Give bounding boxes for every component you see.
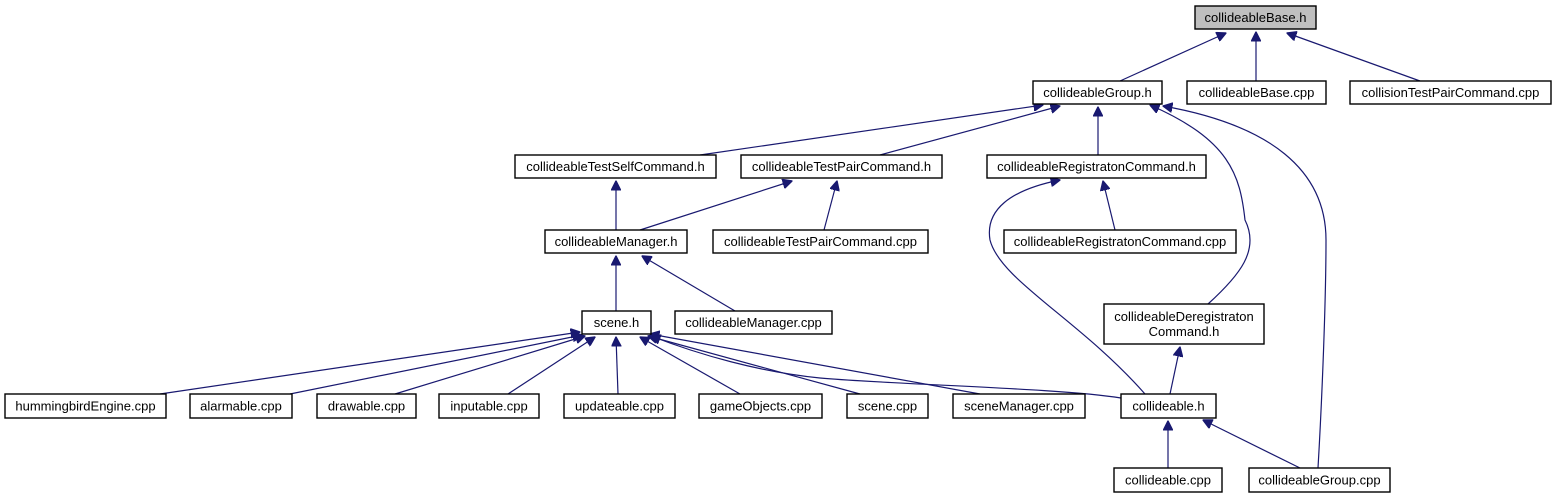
node-collideableTestPairCommand-h[interactable]: collideableTestPairCommand.h [740, 154, 943, 179]
node-label: scene.cpp [858, 398, 917, 413]
node-box [438, 393, 540, 419]
node-box [986, 154, 1207, 179]
edge-hummingbirdEngine-cpp-to-scene-h [159, 332, 580, 395]
node-label: alarmable.cpp [200, 398, 282, 413]
node-box [952, 393, 1086, 419]
node-label: collideableRegistratonCommand.cpp [1014, 234, 1226, 249]
node-collideable-h[interactable]: collideable.h [1120, 393, 1217, 419]
node-label: collideableTestPairCommand.h [752, 159, 931, 174]
node-box [1120, 393, 1217, 419]
node-label: collideable.h [1132, 398, 1204, 413]
node-scene-cpp[interactable]: scene.cpp [846, 393, 929, 419]
node-label: collideableTestSelfCommand.h [526, 159, 704, 174]
node-collideableManager-h[interactable]: collideableManager.h [544, 229, 688, 254]
edge-collideableTestPairCommand-cpp-to-collideableTestPairCommand-h [823, 181, 837, 231]
edge-collideableRegistratonCommand-cpp-to-collideableRegistratonCommand-h [1103, 181, 1116, 231]
edge-scene-cpp-to-scene-h [648, 336, 861, 395]
edge-collideable-h-to-collideableRegistratonCommand-h [988, 180, 1146, 395]
node-hummingbirdEngine-cpp[interactable]: hummingbirdEngine.cpp [4, 393, 167, 419]
edge-alarmable-cpp-to-scene-h [289, 335, 582, 395]
node-box [1248, 467, 1391, 493]
node-box [712, 229, 929, 254]
node-collideableRegistratonCommand-h[interactable]: collideableRegistratonCommand.h [986, 154, 1207, 179]
node-box [514, 154, 717, 179]
node-label: collideableGroup.cpp [1258, 472, 1380, 487]
nodes-layer: collideableBase.h collideableGroup.h colli… [4, 5, 1552, 493]
node-box [1003, 229, 1237, 254]
node-collideable-cpp[interactable]: collideable.cpp [1113, 467, 1223, 493]
node-drawable-cpp[interactable]: drawable.cpp [316, 393, 417, 419]
node-box [563, 393, 676, 419]
node-sceneManager-cpp[interactable]: sceneManager.cpp [952, 393, 1086, 419]
node-label: sceneManager.cpp [964, 398, 1074, 413]
node-collideableRegistratonCommand-cpp[interactable]: collideableRegistratonCommand.cpp [1003, 229, 1237, 254]
node-label: collideableGroup.h [1043, 85, 1151, 100]
node-box [1032, 80, 1163, 105]
edge-inputable-cpp-to-scene-h [507, 337, 595, 395]
node-label: collideable.cpp [1125, 472, 1211, 487]
node-box [698, 393, 823, 419]
edge-collideableGroup-h-to-collideableBase-h [1119, 33, 1226, 82]
node-label: inputable.cpp [450, 398, 527, 413]
node-alarmable-cpp[interactable]: alarmable.cpp [189, 393, 293, 419]
edge-drawable-cpp-to-scene-h [394, 336, 585, 395]
edge-collideable-h-to-scene-h [651, 336, 1122, 399]
node-label: scene.h [594, 315, 640, 330]
node-box [1349, 80, 1552, 105]
node-box [189, 393, 293, 419]
node-box [316, 393, 417, 419]
node-collideableGroup-h[interactable]: collideableGroup.h [1032, 80, 1163, 105]
node-box [1186, 80, 1327, 105]
node-label: updateable.cpp [575, 398, 664, 413]
edge-collideable-h-to-collideableDeregistratonCommand-h [1169, 347, 1180, 395]
node-label: hummingbirdEngine.cpp [15, 398, 155, 413]
node-scene-h[interactable]: scene.h [581, 310, 652, 335]
node-collideableGroup-cpp[interactable]: collideableGroup.cpp [1248, 467, 1391, 493]
node-inputable-cpp[interactable]: inputable.cpp [438, 393, 540, 419]
edge-collisionTestPairCommand-cpp-to-collideableBase-h [1287, 33, 1421, 82]
node-collideableTestPairCommand-cpp[interactable]: collideableTestPairCommand.cpp [712, 229, 929, 254]
node-box [4, 393, 167, 419]
node-label: drawable.cpp [328, 398, 405, 413]
edge-collideableGroup-cpp-to-collideable-h [1203, 420, 1301, 469]
edge-updateable-cpp-to-scene-h [616, 337, 618, 395]
node-box [1103, 303, 1265, 345]
node-label: collideableBase.cpp [1199, 85, 1315, 100]
node-box [846, 393, 929, 419]
node-label: gameObjects.cpp [710, 398, 811, 413]
node-box [544, 229, 688, 254]
edge-collideableManager-h-to-collideableTestPairCommand-h [639, 181, 792, 231]
node-collisionTestPairCommand-cpp[interactable]: collisionTestPairCommand.cpp [1349, 80, 1552, 105]
node-label: collideableBase.h [1205, 10, 1307, 25]
node-box [740, 154, 943, 179]
edge-collideableDeregistratonCommand-h-to-collideableGroup-h [1150, 105, 1251, 305]
node-collideableManager-cpp[interactable]: collideableManager.cpp [674, 310, 833, 335]
node-collideableBase-cpp[interactable]: collideableBase.cpp [1186, 80, 1327, 105]
node-updateable-cpp[interactable]: updateable.cpp [563, 393, 676, 419]
node-box [1113, 467, 1223, 493]
node-label: collideableTestPairCommand.cpp [724, 234, 917, 249]
node-label: collideableRegistratonCommand.h [997, 159, 1196, 174]
edges-layer [159, 32, 1421, 469]
node-label: collideableManager.cpp [685, 315, 822, 330]
node-collideableTestSelfCommand-h[interactable]: collideableTestSelfCommand.h [514, 154, 717, 179]
edge-gameObjects-cpp-to-scene-h [640, 337, 741, 395]
edge-collideableTestPairCommand-h-to-collideableGroup-h [879, 106, 1060, 156]
node-gameObjects-cpp[interactable]: gameObjects.cpp [698, 393, 823, 419]
node-box [674, 310, 833, 335]
edge-collideableGroup-cpp-to-collideableGroup-h [1163, 106, 1327, 469]
node-collideableBase-h[interactable]: collideableBase.h [1194, 5, 1317, 30]
node-label: collisionTestPairCommand.cpp [1362, 85, 1540, 100]
node-label: Command.h [1149, 324, 1220, 339]
node-box [581, 310, 652, 335]
node-box [1194, 5, 1317, 30]
edge-collideableManager-cpp-to-collideableManager-h [642, 256, 736, 312]
node-label: collideableManager.h [555, 234, 678, 249]
edge-collideableTestSelfCommand-h-to-collideableGroup-h [699, 105, 1043, 156]
node-label: collideableDeregistraton [1114, 309, 1253, 324]
